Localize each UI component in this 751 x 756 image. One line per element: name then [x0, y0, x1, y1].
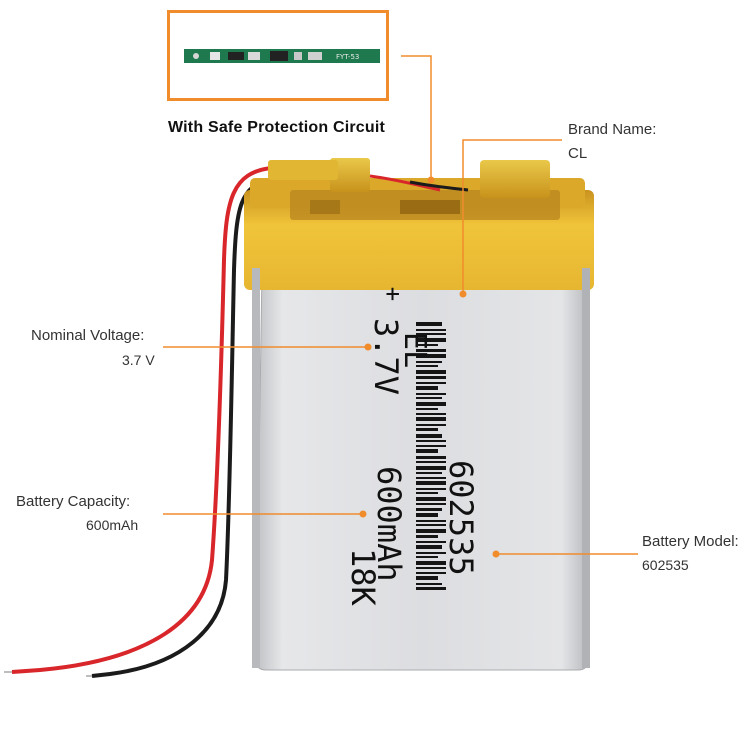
- barcode-bar: [416, 402, 446, 406]
- barcode-bar: [416, 338, 446, 342]
- barcode-bar: [416, 322, 442, 326]
- voltage-value: 3.7 V: [122, 352, 155, 368]
- barcode-bar: [416, 333, 446, 335]
- barcode-bar: [416, 393, 446, 395]
- barcode-bar: [416, 497, 446, 501]
- barcode-bar: [416, 524, 446, 526]
- voltage-label: Nominal Voltage:: [31, 327, 145, 344]
- barcode-bar: [416, 488, 446, 490]
- barcode-bar: [416, 376, 446, 379]
- brand-value: CL: [568, 145, 588, 162]
- barcode-bar: [416, 529, 446, 533]
- black-wire: [91, 178, 273, 678]
- pcb-label: FYT-53: [336, 53, 359, 61]
- protection-caption: With Safe Protection Circuit: [168, 119, 386, 136]
- barcode-bar: [416, 397, 442, 399]
- barcode-bar: [416, 370, 446, 374]
- barcode-bar: [416, 344, 438, 346]
- barcode-bar: [416, 587, 446, 590]
- wires: [4, 166, 273, 678]
- barcode-bar: [416, 329, 446, 331]
- barcode-bar: [416, 561, 446, 565]
- barcode-bar: [416, 535, 438, 538]
- model-value: 602535: [642, 557, 689, 573]
- barcode-bar: [416, 386, 438, 390]
- barcode-bar: [416, 503, 446, 505]
- red-wire: [11, 166, 273, 674]
- barcode-bar: [416, 583, 442, 585]
- leader-dots: [359, 176, 500, 558]
- printed-barcode: [416, 322, 446, 590]
- barcode-bar: [416, 541, 446, 543]
- pcb-board-image: FYT-53: [184, 49, 380, 63]
- protection-leader: [401, 55, 432, 178]
- barcode-bar: [416, 361, 442, 363]
- barcode-bar: [416, 520, 446, 522]
- barcode-bar: [416, 456, 446, 459]
- barcode-bar: [416, 428, 438, 431]
- barcode-bar: [416, 556, 438, 558]
- barcode-bar: [416, 492, 438, 494]
- capacity-label: Battery Capacity:: [16, 493, 131, 510]
- leader-lines: [163, 55, 638, 555]
- brand-leader: [462, 139, 562, 292]
- barcode-bar: [416, 417, 446, 421]
- barcode-bar: [416, 440, 446, 442]
- barcode-bar: [416, 354, 446, 358]
- barcode-bar: [416, 413, 446, 415]
- pcb-inset-frame: FYT-53: [167, 10, 389, 101]
- model-label: Battery Model:: [642, 533, 739, 550]
- barcode-bar: [416, 349, 446, 352]
- barcode-bar: [416, 461, 446, 463]
- barcode-bar: [416, 382, 446, 384]
- barcode-bar: [416, 508, 442, 511]
- barcode-bar: [416, 481, 446, 485]
- barcode-bar: [416, 477, 446, 479]
- capacity-value: 600mAh: [86, 517, 139, 533]
- barcode-bar: [416, 408, 438, 410]
- barcode-bar: [416, 434, 442, 438]
- brand-label: Brand Name:: [568, 121, 657, 138]
- barcode-bar: [416, 572, 446, 574]
- barcode-bar: [416, 545, 442, 549]
- barcode-bar: [416, 567, 446, 569]
- barcode-bar: [416, 445, 446, 447]
- barcode-bar: [416, 513, 438, 517]
- barcode-bar: [416, 576, 438, 580]
- barcode-bar: [416, 466, 446, 470]
- barcode-bar: [416, 472, 442, 474]
- barcode-bar: [416, 424, 446, 426]
- barcode-bar: [416, 449, 438, 453]
- barcode-bar: [416, 552, 446, 554]
- barcode-bar: [416, 365, 438, 367]
